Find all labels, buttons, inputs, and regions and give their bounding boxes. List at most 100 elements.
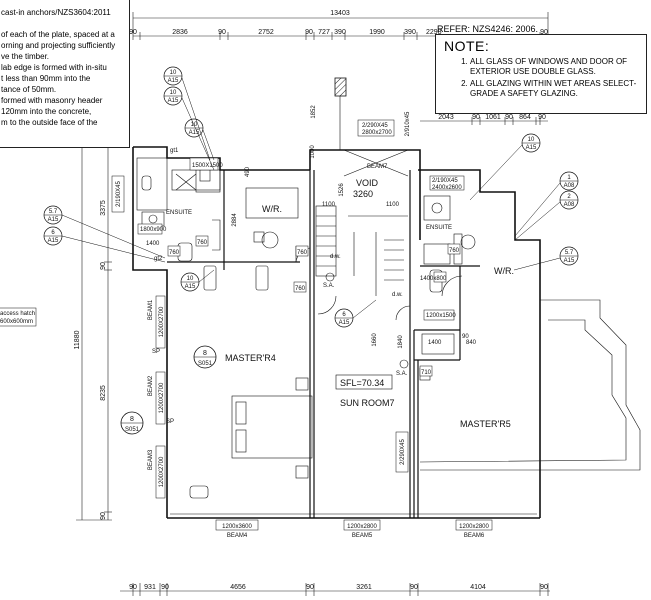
dim-top-3: 2752: [258, 29, 274, 36]
dim-1100a: 1100: [322, 202, 336, 208]
door-760-e: 760: [449, 248, 460, 254]
glazing-note-box: NOTE: ALL GLASS OF WINDOWS AND DOOR OF E…: [435, 34, 647, 114]
beam3-label: BEAM3: [148, 449, 154, 470]
dim-top-2: 90: [218, 29, 226, 36]
svg-text:10: 10: [191, 122, 198, 128]
dim-top-8: 390: [404, 29, 416, 36]
dim-1660: 1660: [372, 333, 378, 347]
dim-1852: 1852: [311, 105, 317, 119]
svg-text:5.7: 5.7: [49, 209, 58, 215]
door-760-b: 760: [197, 240, 208, 246]
dim-1840: 1840: [398, 335, 404, 349]
svg-text:A15: A15: [564, 258, 575, 264]
callout-5: 10 A15: [180, 272, 200, 292]
beam1-label: BEAM1: [148, 299, 154, 320]
svg-text:A15: A15: [185, 284, 196, 290]
dw-label-1: d.w.: [330, 254, 341, 260]
size-1400: 1400x800: [420, 276, 447, 282]
dim-right-2: 1061: [485, 114, 501, 121]
dim-top-4: 90: [305, 29, 313, 36]
spec-line-2: of each of the plate, spaced at a: [1, 30, 115, 39]
spec-line-1: [1, 18, 129, 29]
beam2-label: BEAM2: [148, 375, 154, 396]
gt2-label: gt2: [154, 256, 163, 262]
room-sun: SUN ROOM7: [340, 398, 395, 408]
section-marker-2: 8 S051: [120, 411, 144, 435]
dim-top-1: 2836: [172, 29, 188, 36]
svg-text:6: 6: [342, 312, 346, 318]
svg-text:8: 8: [130, 416, 134, 423]
dim-top-10: 90: [540, 29, 548, 36]
dim-right-5: 90: [538, 114, 546, 121]
beam-bottom-strips: [215, 519, 493, 531]
callout-6: 10 A15: [521, 133, 541, 153]
note-title: NOTE:: [444, 38, 490, 54]
dim-left-a: 3375: [100, 200, 107, 216]
spec-line-3: orning and projecting sufficiently: [1, 41, 116, 50]
spec-line-0: cast-in anchors/NZS3604:2011: [1, 8, 111, 17]
spec-line-8: formed with masonry header: [1, 96, 103, 105]
dim-right-row: 2043 90 1061 90 864 90: [438, 114, 546, 121]
refer-standard: REFER: NZS4246: 2006.: [437, 24, 539, 34]
dim-left-90b: 90: [100, 512, 107, 520]
spec-line-6: t less than 90mm into the: [1, 74, 91, 83]
beam-left-strips: [155, 295, 166, 499]
dim-bottom-row: 90 931 90 4656 90 3261 90 4104 90: [129, 584, 548, 591]
dim-bottom-3: 4656: [230, 584, 246, 591]
callout-3: 5.7 A15: [43, 205, 63, 225]
note-item-2: ALL GLAZING WITHIN WET AREAS SELECT-GRAD…: [470, 79, 640, 99]
dim-bottom-1: 931: [144, 584, 156, 591]
hatched-column: [334, 77, 347, 97]
dim-right-0: 2043: [438, 114, 454, 121]
room-ensuite-left: ENSUITE: [166, 210, 192, 216]
svg-text:A15: A15: [48, 217, 59, 223]
dim-right-1: 90: [472, 114, 480, 121]
win-right: 1200x1500: [426, 313, 456, 319]
callout-7: 1 A08: [559, 171, 579, 191]
left-ensuite-fixtures: [136, 157, 311, 291]
callout-8: 2 A08: [559, 190, 579, 210]
spec-line-9: 120mm into the concrete,: [1, 107, 92, 116]
door-760-c: 760: [297, 250, 308, 256]
callout-9: 5.7 A15: [559, 246, 579, 266]
door-tags: [167, 235, 461, 377]
beam1-size: 1200X2700: [159, 306, 165, 337]
dim-1000: 1000: [310, 145, 316, 159]
master4-bed: [189, 377, 313, 499]
door-760-d: 760: [295, 286, 306, 292]
bottom-dimension-lines: [120, 583, 550, 596]
svg-text:10: 10: [170, 90, 177, 96]
door-710: 710: [421, 370, 432, 376]
access-hatch-label: access hatch: [0, 311, 35, 317]
leader-lines: [61, 77, 561, 319]
beam2-size: 1200X2700: [159, 382, 165, 413]
svg-text:A15: A15: [189, 130, 200, 136]
svg-text:2: 2: [567, 194, 571, 200]
section-marker-1: 8 S051: [193, 345, 217, 369]
dim-top-9: 2298: [426, 29, 442, 36]
dim-bottom-5: 3261: [356, 584, 372, 591]
room-void-dim: 3260: [353, 189, 373, 199]
access-hatch-size: 600x600mm: [0, 319, 33, 325]
exterior-walls: [132, 146, 541, 519]
svg-text:A08: A08: [564, 202, 575, 208]
dim-right-4: 864: [519, 114, 531, 121]
dw-label-2: d.w.: [392, 292, 403, 298]
svg-text:A15: A15: [339, 320, 350, 326]
svg-text:10: 10: [528, 137, 535, 143]
sa-label-2: S.A.: [396, 371, 408, 377]
callout-4: 6 A15: [43, 226, 63, 246]
size-1400-label: 1400: [146, 241, 160, 247]
dim-left-b: 8235: [100, 385, 107, 401]
dim-top-0: 90: [129, 29, 137, 36]
lintel1: 2/290X45: [362, 123, 388, 129]
callout-10: 6 A15: [334, 308, 354, 328]
beam4-label: BEAM4: [227, 533, 248, 539]
dim-1100b: 1100: [386, 202, 400, 208]
room-void: VOID: [356, 178, 379, 188]
svg-text:S051: S051: [125, 427, 140, 433]
room-master4: MASTER'R4: [225, 353, 276, 363]
lintel-boxes: [0, 119, 465, 473]
room-ensuite-right: ENSUITE: [426, 225, 452, 231]
svg-text:8: 8: [203, 350, 207, 357]
